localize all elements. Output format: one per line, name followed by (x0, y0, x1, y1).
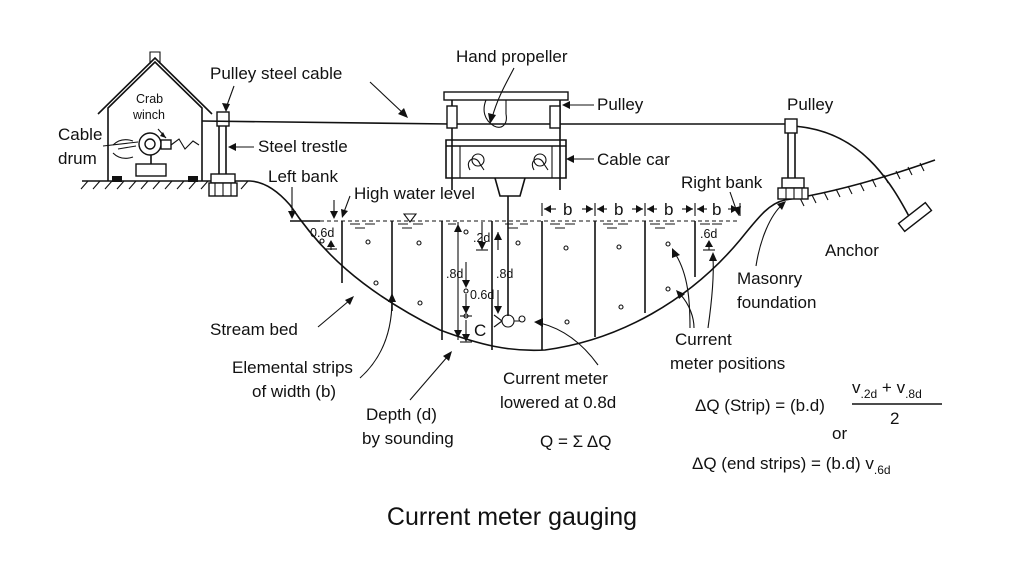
positions-leader-3 (707, 257, 714, 329)
strip-formula-numerator: v.2d + v.8d (852, 378, 922, 401)
masonry-leader (755, 203, 784, 267)
strip-formula-denominator: 2 (890, 409, 899, 428)
stream-bed-leader (317, 299, 351, 328)
dim-08d-b: .8d (496, 267, 513, 281)
current-meter-icon (493, 314, 526, 328)
steel-trestle-label: Steel trestle (258, 137, 348, 156)
current-meter-leader (539, 322, 599, 366)
high-water-level-label: High water level (354, 184, 475, 203)
dim-08d-a: .8d (446, 267, 463, 281)
depth-label-1: Depth (d) (366, 405, 437, 424)
cable-car-label: Cable car (597, 150, 670, 169)
right-bank-label: Right bank (681, 173, 763, 192)
drum-label: drum (58, 149, 97, 168)
hand-propeller-label: Hand propeller (456, 47, 568, 66)
ground-hatching (80, 162, 925, 207)
winch-label: winch (132, 108, 165, 122)
right-trestle (777, 118, 809, 200)
pulley-center-label: Pulley (597, 95, 644, 114)
left-bank-label: Left bank (268, 167, 338, 186)
depth-label-2: by sounding (362, 429, 454, 448)
dim-06d-right: .6d (700, 227, 717, 241)
main-cable (201, 120, 786, 125)
current-meter-positions-label-1: Current (675, 330, 732, 349)
elemental-strips-label-2: of width (b) (252, 382, 336, 401)
b-label-4: b (712, 200, 721, 219)
left-steel-trestle (208, 111, 238, 197)
b-label-3: b (664, 200, 673, 219)
strip-verticals (341, 221, 696, 350)
depth-leader (409, 355, 449, 401)
pulley-cable-leader-2 (369, 81, 405, 115)
positions-leader-2 (679, 293, 695, 329)
crab-winch-house (97, 51, 213, 182)
or-label: or (832, 424, 847, 443)
pulley-right-label: Pulley (787, 95, 834, 114)
strip-width-markers (541, 203, 741, 216)
anchor-cable (791, 125, 913, 223)
pulley-steel-cable-label: Pulley steel cable (210, 64, 342, 83)
crab-label: Crab (136, 92, 163, 106)
current-meter-label-2: lowered at 0.8d (500, 393, 616, 412)
elemental-strips-label-1: Elemental strips (232, 358, 353, 377)
positions-leader-1 (675, 254, 691, 329)
q-sum-formula: Q = Σ ΔQ (540, 432, 611, 451)
water-surface (290, 213, 740, 229)
depth-dimensions (454, 196, 509, 343)
cable-drum-leader (102, 141, 139, 147)
foundation-label: foundation (737, 293, 816, 312)
b-label-1: b (563, 200, 572, 219)
meter-position-dots (319, 238, 671, 325)
dim-06d-mid: 0.6d (470, 288, 494, 302)
hwl-leader-2 (343, 195, 351, 213)
cable-car (443, 91, 569, 197)
anchor-block (897, 201, 933, 233)
end-strip-formula: ΔQ (end strips) = (b.d) v.6d (692, 454, 891, 477)
masonry-label: Masonry (737, 269, 803, 288)
current-meter-label-1: Current meter (503, 369, 608, 388)
b-label-2: b (614, 200, 623, 219)
hand-propeller-leader (491, 67, 515, 119)
current-meter-positions-label-2: meter positions (670, 354, 785, 373)
anchor-label: Anchor (825, 241, 879, 260)
dim-02d: .2d (473, 231, 490, 245)
strip-formula-prefix: ΔQ (Strip) = (b.d) (695, 396, 825, 415)
point-c-label: C (474, 321, 486, 340)
figure-caption: Current meter gauging (386, 503, 638, 531)
strip-formula: ΔQ (Strip) = (b.d) v.2d + v.8d 2 (695, 378, 942, 428)
stream-bed-label: Stream bed (210, 320, 298, 339)
cable-label: Cable (58, 125, 102, 144)
dim-06d-left: 0.6d (310, 226, 334, 240)
elemental-strips-leader (359, 299, 393, 379)
